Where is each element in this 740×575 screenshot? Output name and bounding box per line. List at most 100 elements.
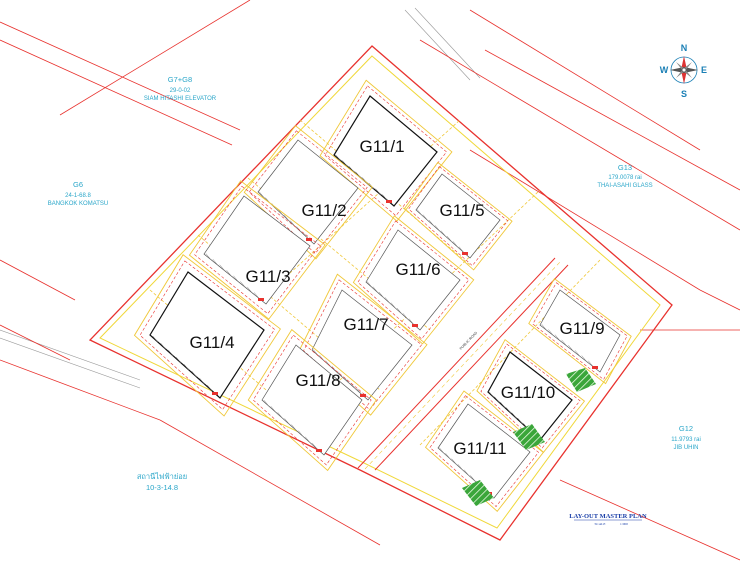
parking-stripe: [263, 399, 270, 407]
neighbor-area: 24-1-68.8: [65, 193, 91, 199]
parking-stripe: [446, 235, 453, 243]
green-area: [462, 480, 494, 506]
neighbor-title: G12: [679, 424, 693, 433]
neighbor-owner: JIB UHIN: [673, 445, 698, 451]
compass-s: S: [681, 89, 687, 99]
neighbor-owner: THAI-ASAHI GLASS: [597, 183, 652, 189]
lot-label: G11/6: [395, 260, 440, 279]
parking-stripe: [500, 401, 506, 409]
neighbor-area: 179.0078 rai: [608, 175, 641, 181]
lot-boundary: [188, 180, 326, 320]
parking-stripe: [270, 406, 276, 413]
parking-stripe: [356, 388, 362, 395]
parking-stripe: [305, 436, 311, 443]
building-footprint: [257, 139, 359, 245]
lot-boundary: [403, 161, 513, 271]
parking-stripe: [402, 313, 409, 320]
lot-plot-line: [357, 220, 470, 340]
loading-marker: [360, 394, 366, 397]
parking-stripe: [283, 214, 290, 222]
neighbor-g7g8: G7+G8 29-0-02 SIAM HITASHI ELEVATOR: [144, 75, 217, 102]
lot-label: G11/8: [295, 371, 340, 390]
lot-label: G11/4: [189, 333, 234, 352]
building-footprint: [415, 173, 501, 259]
lot-boundary: [319, 79, 453, 222]
parking-stripe: [226, 270, 232, 277]
building-footprint: [539, 289, 621, 373]
parking-stripe: [390, 302, 397, 309]
lot-plot-line: [303, 279, 423, 411]
lot-plot-line: [480, 343, 581, 449]
loading-marker: [412, 324, 418, 327]
lot-7: G11/7: [298, 273, 428, 416]
parking-stripe: [581, 355, 587, 362]
building-footprint: [365, 229, 461, 331]
lot-plot-line: [139, 260, 275, 411]
lot-label: G11/10: [501, 383, 556, 402]
context-lines: [0, 7, 481, 389]
neighbor-g6: G6 24-1-68.8 BANGKOK KOMATSU: [48, 180, 109, 207]
parking-stripe: [428, 219, 435, 227]
lot-plot-line: [194, 185, 321, 315]
parking-stripe: [422, 214, 429, 221]
lot-label: G11/9: [559, 319, 604, 338]
parking-stripe: [463, 469, 470, 476]
compass-n: N: [681, 43, 688, 53]
parking-stripe: [348, 165, 355, 173]
parking-stripe: [152, 335, 158, 343]
parking-stripe: [199, 377, 205, 385]
lot-boundary: [298, 273, 428, 416]
parking-stripe: [451, 458, 457, 465]
parking-stripe: [191, 370, 197, 378]
building-footprint: [311, 289, 413, 401]
lot-plot-line: [408, 166, 509, 267]
lot-boundary: [247, 328, 377, 472]
site-setback-line: [99, 55, 661, 529]
parking-stripe: [331, 366, 338, 373]
neighbor-title: G6: [73, 180, 83, 189]
lot-4: G11/4: [133, 254, 281, 417]
parking-stripe: [541, 324, 547, 331]
lot-plot-line: [248, 130, 368, 254]
parking-stripe: [212, 258, 218, 266]
parking-stripe: [259, 191, 265, 198]
lot-2: G11/2: [243, 125, 373, 260]
lot-label: G11/1: [359, 137, 404, 156]
parking-stripe: [372, 286, 379, 293]
parking-stripe: [568, 344, 574, 352]
neighbor-owner: SIAM HITASHI ELEVATOR: [144, 96, 217, 102]
parking-stripe: [554, 334, 561, 341]
parking-stripe: [168, 349, 174, 357]
neighbor-g13: G13 179.0078 rai THAI-ASAHI GLASS: [597, 163, 652, 189]
lot-boundary: [133, 254, 281, 417]
neighbor-area: 11.9793 rai: [671, 437, 701, 443]
parking-stripe: [290, 220, 296, 227]
loading-marker: [386, 200, 392, 203]
parking-stripe: [416, 209, 423, 216]
loading-marker: [462, 252, 468, 255]
parking-stripe: [588, 360, 594, 367]
lot-plot-line: [252, 334, 372, 466]
parking-stripe: [205, 253, 212, 260]
parking-stripe: [298, 430, 304, 437]
lot-boundary: [352, 215, 475, 345]
parking-stripe: [505, 407, 512, 414]
compass-e: E: [701, 65, 707, 75]
loading-marker: [258, 298, 264, 301]
parking-stripe: [382, 194, 388, 201]
green-area: [513, 424, 545, 450]
lot-label: G11/5: [439, 201, 484, 220]
lot-8: G11/8: [247, 328, 377, 472]
parking-stripe: [313, 349, 319, 356]
neighbor-title: สถานีไฟฟ้าย่อย: [137, 472, 187, 481]
lot-10: G11/10: [476, 339, 586, 453]
parking-stripe: [445, 452, 451, 460]
parking-stripe: [439, 447, 445, 454]
lot-5: G11/5: [403, 161, 513, 271]
parking-stripe: [517, 417, 523, 425]
parking-stripe: [284, 418, 290, 425]
parking-stripe: [219, 264, 225, 271]
neighbor-egat: สถานีไฟฟ้าย่อย 10-3-14.8: [137, 472, 187, 492]
plan-scale: SCALE: [594, 522, 605, 526]
